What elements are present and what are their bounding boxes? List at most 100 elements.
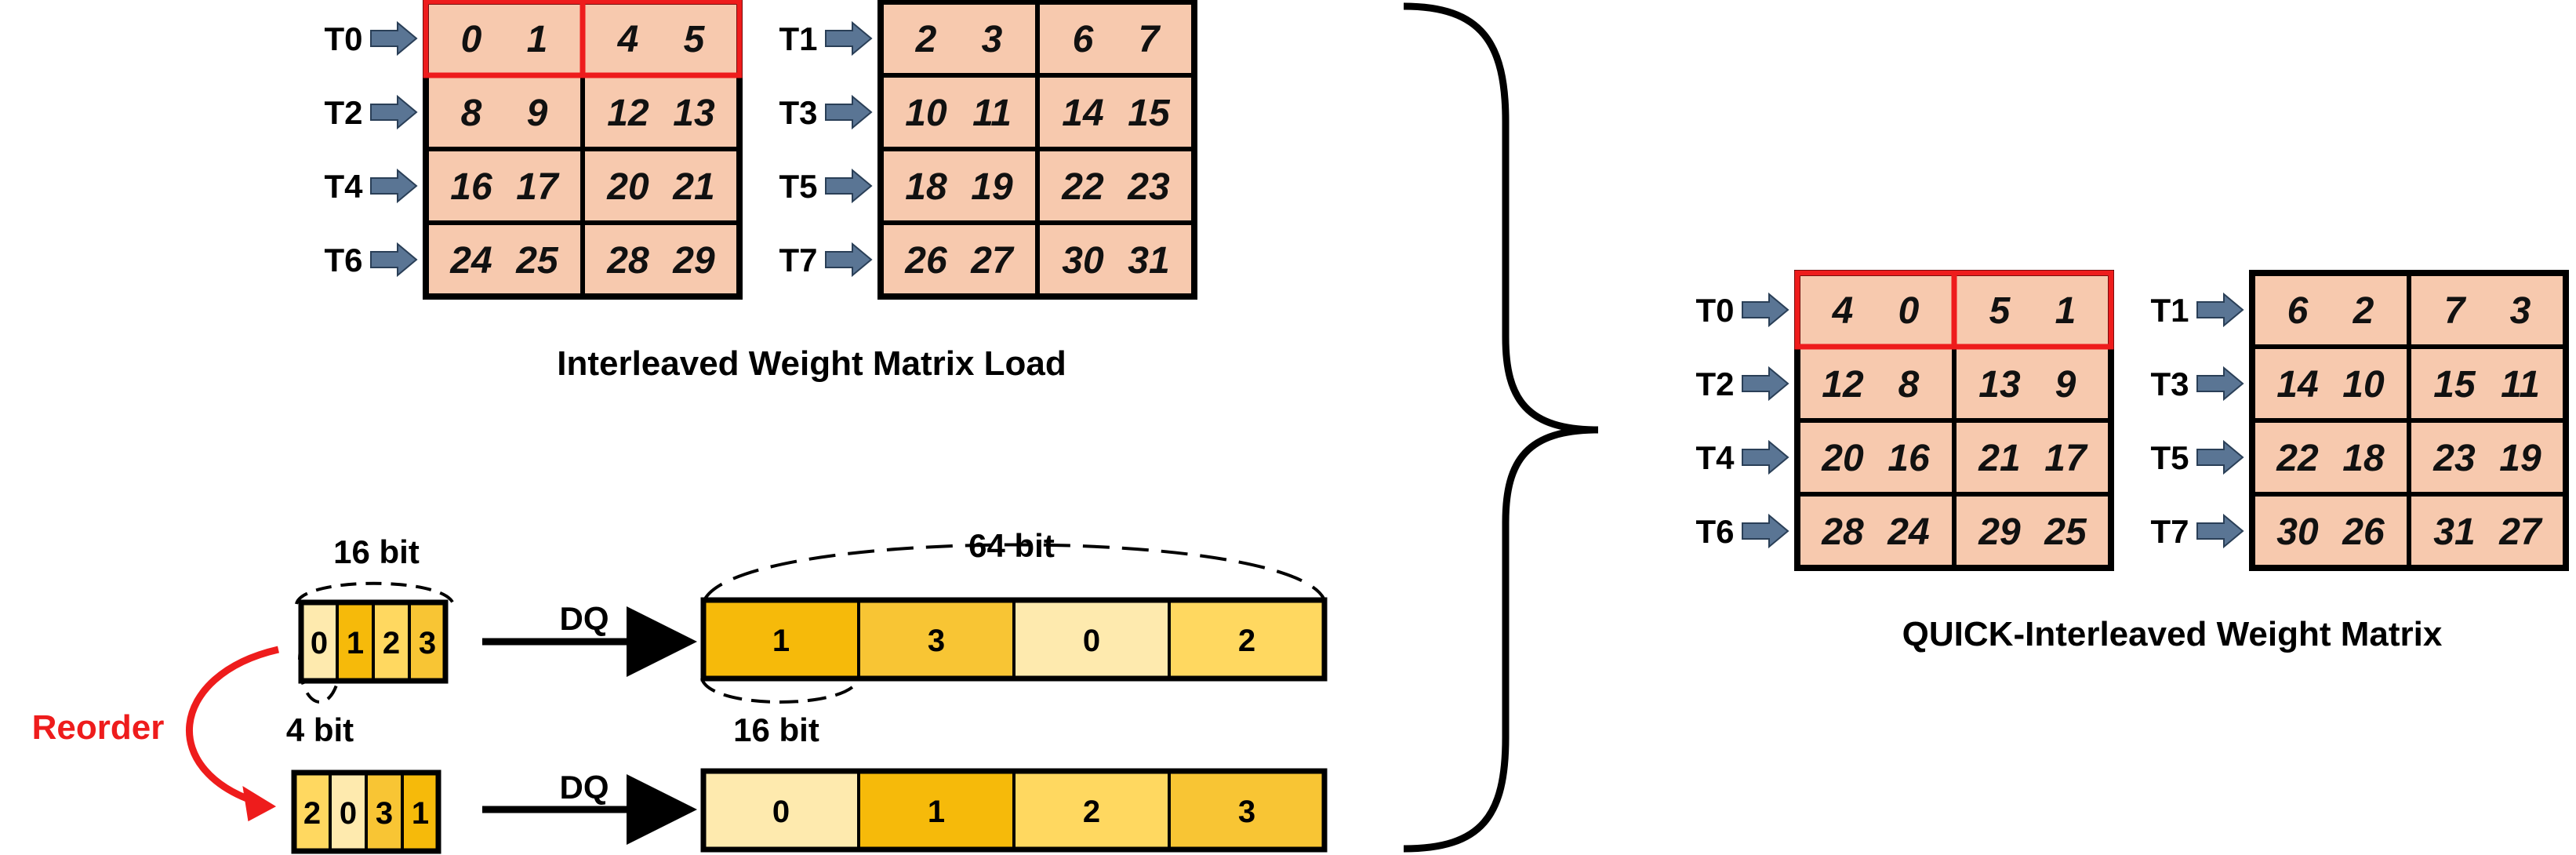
quick_matrix.right-thread-label: T1 bbox=[2150, 292, 2189, 329]
matrix-cell bbox=[2407, 344, 2568, 423]
matrix-value: 1 bbox=[527, 19, 548, 60]
matrix-value: 20 bbox=[606, 166, 649, 208]
nibble-value: 0 bbox=[340, 796, 357, 831]
nibble-value: 1 bbox=[412, 796, 429, 831]
matrix-value: 29 bbox=[672, 240, 715, 282]
matrix-cell bbox=[1952, 492, 2113, 570]
dq-label-bottom: DQ bbox=[560, 769, 609, 806]
nibble-value: 2 bbox=[303, 796, 321, 831]
reorder-label: Reorder bbox=[32, 708, 165, 747]
matrix-cell bbox=[2250, 271, 2411, 349]
matrix-cell bbox=[878, 73, 1040, 151]
matrix-value: 22 bbox=[2276, 438, 2319, 479]
matrix-cell bbox=[2407, 271, 2568, 349]
top_matrix.right-thread-label: T7 bbox=[779, 242, 817, 278]
matrix-value: 29 bbox=[1978, 511, 2021, 553]
thread-arrow-icon bbox=[825, 168, 873, 204]
output-16bit-arc bbox=[700, 678, 860, 704]
matrix-value: 8 bbox=[1898, 364, 1920, 406]
matrix-value: 23 bbox=[2432, 438, 2476, 479]
matrix-value: 2 bbox=[2353, 290, 2374, 332]
fp16-cell bbox=[1012, 770, 1171, 851]
matrix-value: 24 bbox=[1887, 511, 1929, 553]
matrix-value: 22 bbox=[1061, 166, 1104, 208]
matrix-value: 6 bbox=[2287, 290, 2309, 332]
fp16-value: 3 bbox=[1238, 795, 1255, 829]
matrix-value: 20 bbox=[1821, 438, 1864, 479]
thread-arrow-icon bbox=[1742, 366, 1789, 402]
matrix-value: 4 bbox=[617, 19, 639, 60]
quick_matrix.right-thread-label: T5 bbox=[2150, 439, 2189, 476]
fp16-border bbox=[700, 597, 1328, 682]
matrix-border bbox=[2249, 270, 2569, 571]
matrix-value: 26 bbox=[904, 240, 947, 282]
matrix-value: 18 bbox=[905, 166, 947, 208]
reorder-arrow bbox=[185, 646, 280, 808]
matrix-value: 17 bbox=[516, 166, 560, 208]
matrix-value: 30 bbox=[2276, 511, 2319, 553]
fp16-value: 3 bbox=[928, 624, 945, 658]
quick_matrix.right-thread-label: T7 bbox=[2150, 513, 2189, 550]
quick_matrix.left-thread-label: T6 bbox=[1695, 513, 1734, 550]
matrix-value: 9 bbox=[527, 93, 548, 134]
thread-arrow-icon bbox=[825, 94, 873, 130]
matrix-value: 11 bbox=[972, 93, 1012, 134]
matrix-value: 28 bbox=[1821, 511, 1864, 553]
matrix-value: 3 bbox=[982, 19, 1003, 60]
nibble-value: 1 bbox=[347, 626, 364, 660]
fp16-value: 1 bbox=[928, 795, 945, 829]
matrix-value: 31 bbox=[1128, 240, 1169, 282]
quick_matrix.left-thread-label: T2 bbox=[1695, 366, 1734, 402]
thread-arrow-icon bbox=[2196, 292, 2244, 328]
matrix-value: 15 bbox=[1128, 93, 1171, 134]
matrix-value: 4 bbox=[1832, 290, 1854, 332]
thread-arrow-icon bbox=[370, 168, 418, 204]
matrix-cell bbox=[1035, 73, 1197, 151]
matrix-value: 1 bbox=[2055, 290, 2076, 332]
thread-arrow-icon bbox=[1742, 439, 1789, 475]
matrix-value: 2 bbox=[915, 19, 937, 60]
thread-arrow-icon bbox=[1742, 513, 1789, 549]
matrix-value: 13 bbox=[1978, 364, 2021, 406]
matrix-value: 11 bbox=[2501, 364, 2540, 406]
matrix-value: 12 bbox=[1822, 364, 1864, 406]
fp16-output-reordered: 0 1 2 3 bbox=[700, 768, 1328, 853]
nibble-value: 2 bbox=[383, 626, 400, 660]
matrix-value: 7 bbox=[2444, 290, 2467, 332]
matrix-cell bbox=[1952, 271, 2113, 349]
matrix-cell bbox=[580, 220, 742, 299]
matrix-value: 27 bbox=[2498, 511, 2543, 553]
top-matrix-caption: Interleaved Weight Matrix Load bbox=[557, 344, 1066, 383]
fp16-border bbox=[700, 768, 1328, 853]
matrix-cell bbox=[2407, 418, 2568, 497]
quick_matrix.left-thread-label: T4 bbox=[1695, 439, 1735, 476]
matrix-cell bbox=[878, 0, 1040, 78]
thread0-highlight bbox=[580, 0, 743, 78]
top_matrix.left-thread-label: T2 bbox=[324, 94, 362, 131]
matrix-value: 25 bbox=[515, 240, 559, 282]
nibble-4bit-label: 4 bit bbox=[286, 711, 354, 748]
matrix-value: 23 bbox=[1127, 166, 1170, 208]
packed-16bit-arc bbox=[295, 581, 455, 605]
fp16-value: 2 bbox=[1083, 795, 1100, 829]
fp16-value: 0 bbox=[772, 795, 790, 829]
thread-arrow-icon bbox=[2196, 513, 2244, 549]
fp16-value: 1 bbox=[772, 624, 790, 658]
matrix-value: 21 bbox=[1978, 438, 2020, 479]
matrix-cell bbox=[2250, 418, 2411, 497]
matrix-value: 27 bbox=[970, 240, 1015, 282]
matrix-value: 30 bbox=[1062, 240, 1104, 282]
matrix-cell bbox=[1795, 418, 1957, 497]
matrix-value: 31 bbox=[2433, 511, 2475, 553]
matrix-cell bbox=[580, 147, 742, 225]
matrix-value: 10 bbox=[905, 93, 947, 134]
thread-arrow-icon bbox=[370, 242, 418, 278]
matrix-value: 18 bbox=[2342, 438, 2385, 479]
matrix-value: 19 bbox=[971, 166, 1013, 208]
nibble-value: 0 bbox=[311, 626, 328, 660]
